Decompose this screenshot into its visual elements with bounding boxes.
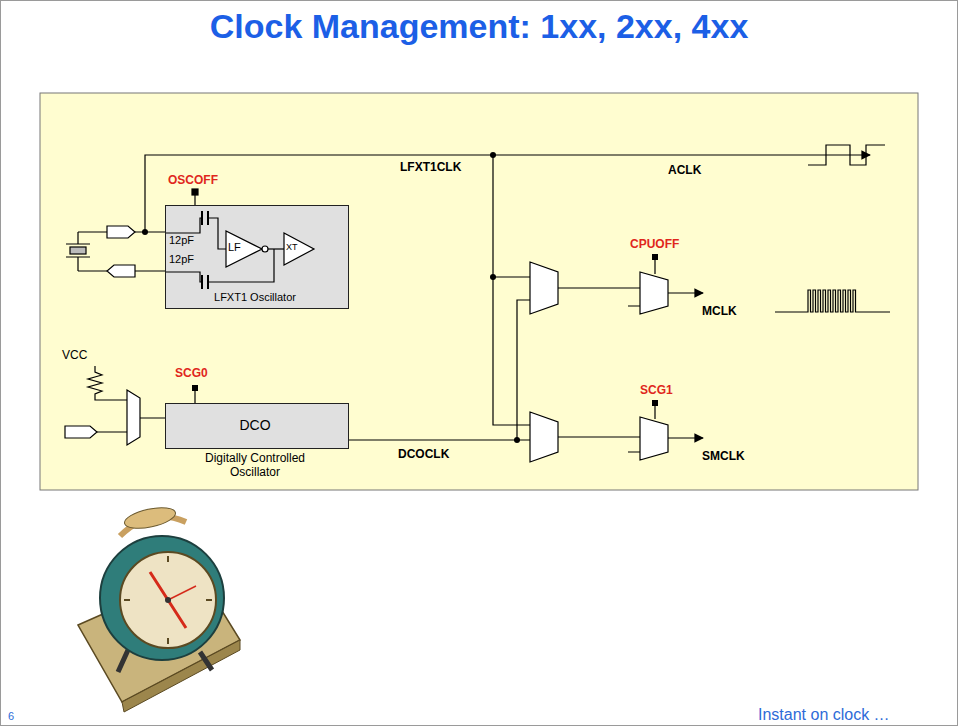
control-bit: SCG1 [640, 384, 673, 398]
clock-gate [640, 272, 668, 314]
mux-symbol [127, 390, 140, 445]
circuit-symbol [202, 211, 208, 289]
crystal-body [70, 247, 86, 254]
pin-buffer [107, 226, 135, 238]
osc-wire [135, 232, 165, 271]
aclk-waveform [808, 145, 885, 165]
circuit-symbol [284, 233, 314, 265]
circuit-symbol [166, 218, 202, 282]
footer-note: Instant on clock … [758, 706, 890, 724]
mux-output-wire [558, 288, 640, 437]
control-bit: SCG0 [175, 367, 208, 381]
page-number: 6 [8, 710, 14, 723]
clock-hand [168, 586, 196, 600]
signal-name: DCOCLK [398, 448, 449, 462]
control-bit: OSCOFF [168, 174, 218, 188]
control-pin [194, 389, 195, 403]
supply-name: VCC [62, 349, 87, 363]
block-name: LFXT1 Oscillator [165, 291, 345, 304]
junction-dot [490, 152, 496, 158]
junction-dot [142, 229, 148, 235]
lfxt1clk-wire [493, 155, 530, 425]
signal-name: ACLK [668, 164, 701, 178]
capacitor-value: 12pF [169, 253, 194, 266]
amplifier-label: XT [286, 242, 298, 252]
clock-ticks [124, 556, 212, 644]
capacitor-value: 12pF [169, 234, 194, 247]
junction-dot [490, 274, 496, 280]
crystal-symbol [66, 232, 90, 271]
signal-name: LFXT1CLK [400, 161, 461, 175]
mux-symbol [530, 262, 558, 314]
smclk-arrow [668, 437, 703, 438]
alarm-clock-illustration [78, 504, 240, 712]
clock-face [120, 552, 216, 648]
mclk-waveform [775, 290, 890, 312]
circuit-symbol [268, 248, 284, 249]
resistor-symbol [88, 366, 127, 400]
mclk-arrow [668, 292, 703, 293]
block-name: DCO [165, 417, 345, 433]
dco-box: DCODigitally Controlled Oscillator [165, 403, 349, 449]
diagram-panel [40, 93, 918, 490]
circuit-symbol [262, 246, 268, 252]
signal-name: SMCLK [702, 450, 745, 464]
pin-buffer [65, 426, 97, 438]
circuit-symbol [208, 218, 274, 282]
slide-title: Clock Management: 1xx, 2xx, 4xx [0, 6, 958, 47]
clock-body [100, 536, 224, 660]
mux-symbol [530, 412, 558, 462]
control-pin-head [652, 400, 658, 406]
amplifier-label: LF [228, 241, 241, 254]
dcoclk-wire [345, 300, 530, 440]
circuit-symbol [226, 231, 262, 267]
control-pin-head [192, 385, 198, 391]
block-caption: Digitally Controlled Oscillator [190, 452, 320, 480]
clock-bell [123, 504, 178, 532]
control-bit: CPUOFF [630, 238, 679, 252]
clock-pin [165, 597, 171, 603]
clock-hands [150, 572, 186, 628]
crystal-wire [78, 232, 107, 271]
junction-dot [514, 437, 520, 443]
oscillator-box: 12pF 12pF LF XT LFXT1 Oscillator [165, 205, 349, 309]
control-pin-head [652, 254, 658, 260]
clock-gate [640, 417, 668, 460]
pin-buffer [107, 265, 135, 277]
control-pin-head [192, 189, 198, 195]
dco-input-wire [97, 418, 165, 432]
signal-name: MCLK [702, 305, 737, 319]
gate-stub [628, 306, 640, 452]
